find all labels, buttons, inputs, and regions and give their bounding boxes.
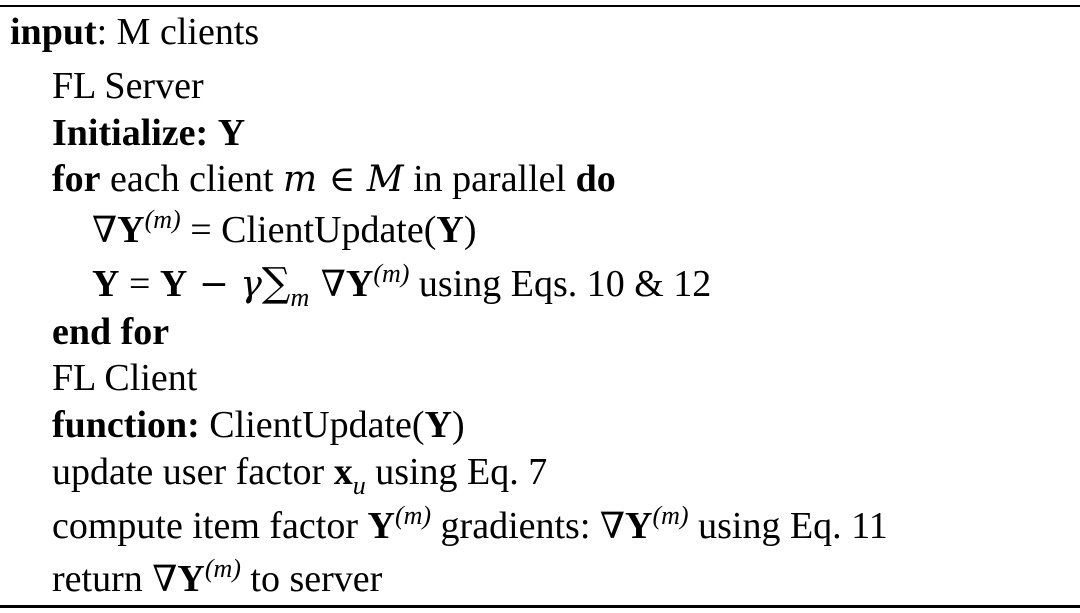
for-text-2: in parallel <box>403 158 576 200</box>
for-in: ∈ <box>317 159 367 200</box>
upd-superscript: (m) <box>373 259 410 288</box>
end-for-keyword: end for <box>52 311 170 353</box>
return-Y: Y <box>177 558 205 600</box>
sum-symbol: ∑ <box>261 260 291 306</box>
nabla-symbol: ∇ <box>92 210 118 251</box>
return-text: return <box>52 558 153 600</box>
upd-Y1: Y <box>92 263 120 305</box>
return-superscript: (m) <box>204 554 241 583</box>
function-text: ClientUpdate( <box>199 404 425 446</box>
compute-nabla: ∇ <box>599 506 626 547</box>
input-keyword: input <box>10 11 97 53</box>
update-user-line: update user factor xu using Eq. 7 <box>52 449 548 499</box>
initialize-keyword: Initialize: <box>52 112 209 154</box>
compute-Y: Y <box>367 505 395 547</box>
return-tail: to server <box>240 558 383 600</box>
update-text: update user factor <box>52 451 334 493</box>
for-text-1: each client <box>100 158 284 200</box>
update-subscript: u <box>352 471 366 500</box>
upd-Y3: Y <box>345 263 374 305</box>
update-tail: using Eq. 7 <box>365 451 548 493</box>
upd-gamma: γ <box>240 264 262 305</box>
function-line: function: ClientUpdate(Y) <box>52 402 465 448</box>
update-Y-line: Y = Y − γ∑m ∇Y(m) using Eqs. 10 & 12 <box>92 259 712 311</box>
compute-Y2: Y <box>625 505 653 547</box>
server-label-text: FL Server <box>52 65 204 107</box>
upd-minus: − <box>187 264 241 305</box>
client-label-text: FL Client <box>52 357 198 399</box>
compute-mid: gradients: <box>431 505 600 547</box>
grad-close: ) <box>463 209 477 251</box>
compute-tail: using Eq. 11 <box>688 505 888 547</box>
upd-tail: using Eqs. 10 & 12 <box>409 263 712 305</box>
for-line: for each client m ∈ M in parallel do <box>52 156 616 202</box>
initialize-line: Initialize: Y <box>52 110 245 156</box>
input-line: input: M clients <box>10 9 259 55</box>
server-label: FL Server <box>52 63 204 109</box>
do-keyword: do <box>575 158 616 200</box>
for-keyword: for <box>52 158 101 200</box>
function-keyword: function: <box>52 404 200 446</box>
for-M: M <box>366 159 404 200</box>
compute-superscript: (m) <box>394 501 432 530</box>
update-x: x <box>333 451 353 493</box>
bottom-rule <box>0 605 1080 608</box>
upd-nabla: ∇ <box>309 264 346 305</box>
function-arg: Y <box>424 404 453 446</box>
top-rule <box>0 5 1080 7</box>
for-m: m <box>283 159 318 200</box>
upd-Y2: Y <box>159 263 188 305</box>
sum-subscript: m <box>290 283 310 312</box>
compute-line: compute item factor Y(m) gradients: ∇Y(m… <box>52 503 888 549</box>
gradient-line: ∇Y(m) = ClientUpdate(Y) <box>92 207 477 253</box>
compute-superscript-2: (m) <box>652 501 689 530</box>
compute-text: compute item factor <box>52 505 368 547</box>
grad-arg: Y <box>436 209 464 251</box>
upd-eq: = <box>119 263 160 305</box>
end-for-line: end for <box>52 309 169 355</box>
return-line: return ∇Y(m) to server <box>52 556 382 602</box>
grad-Y: Y <box>117 209 145 251</box>
return-nabla: ∇ <box>152 559 178 600</box>
input-text: : M clients <box>96 11 260 53</box>
grad-superscript: (m) <box>144 205 181 234</box>
grad-eq: = ClientUpdate( <box>180 209 437 251</box>
initialize-var: Y <box>217 112 246 154</box>
client-label: FL Client <box>52 355 197 401</box>
function-close: ) <box>452 404 465 446</box>
